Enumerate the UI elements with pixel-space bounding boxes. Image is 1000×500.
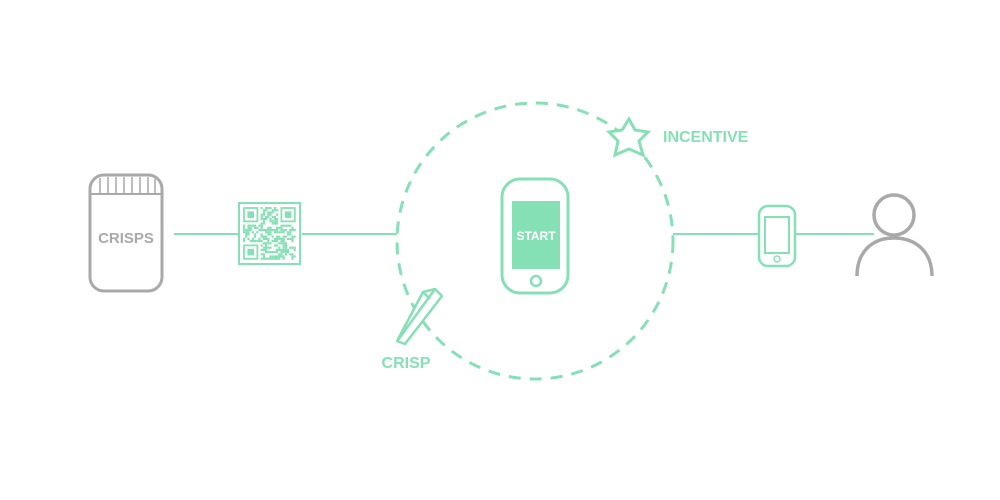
crisps-jar-icon: CRISPS: [88, 173, 164, 293]
crisp-stick-icon: [395, 287, 444, 346]
smartphone-icon: START: [500, 177, 570, 295]
start-button[interactable]: [512, 201, 560, 269]
incentive-label: INCENTIVE: [663, 129, 749, 146]
home-button: [529, 274, 543, 288]
experience-circle: [395, 101, 675, 381]
start-button-label: START: [516, 229, 556, 243]
user-icon: [855, 193, 934, 277]
star-icon: [605, 116, 652, 158]
qr-code-icon: [238, 202, 301, 265]
crisps-label: CRISPS: [98, 230, 154, 247]
mobile-phone-icon: [757, 204, 797, 268]
crisp-label: CRISP: [382, 355, 431, 372]
